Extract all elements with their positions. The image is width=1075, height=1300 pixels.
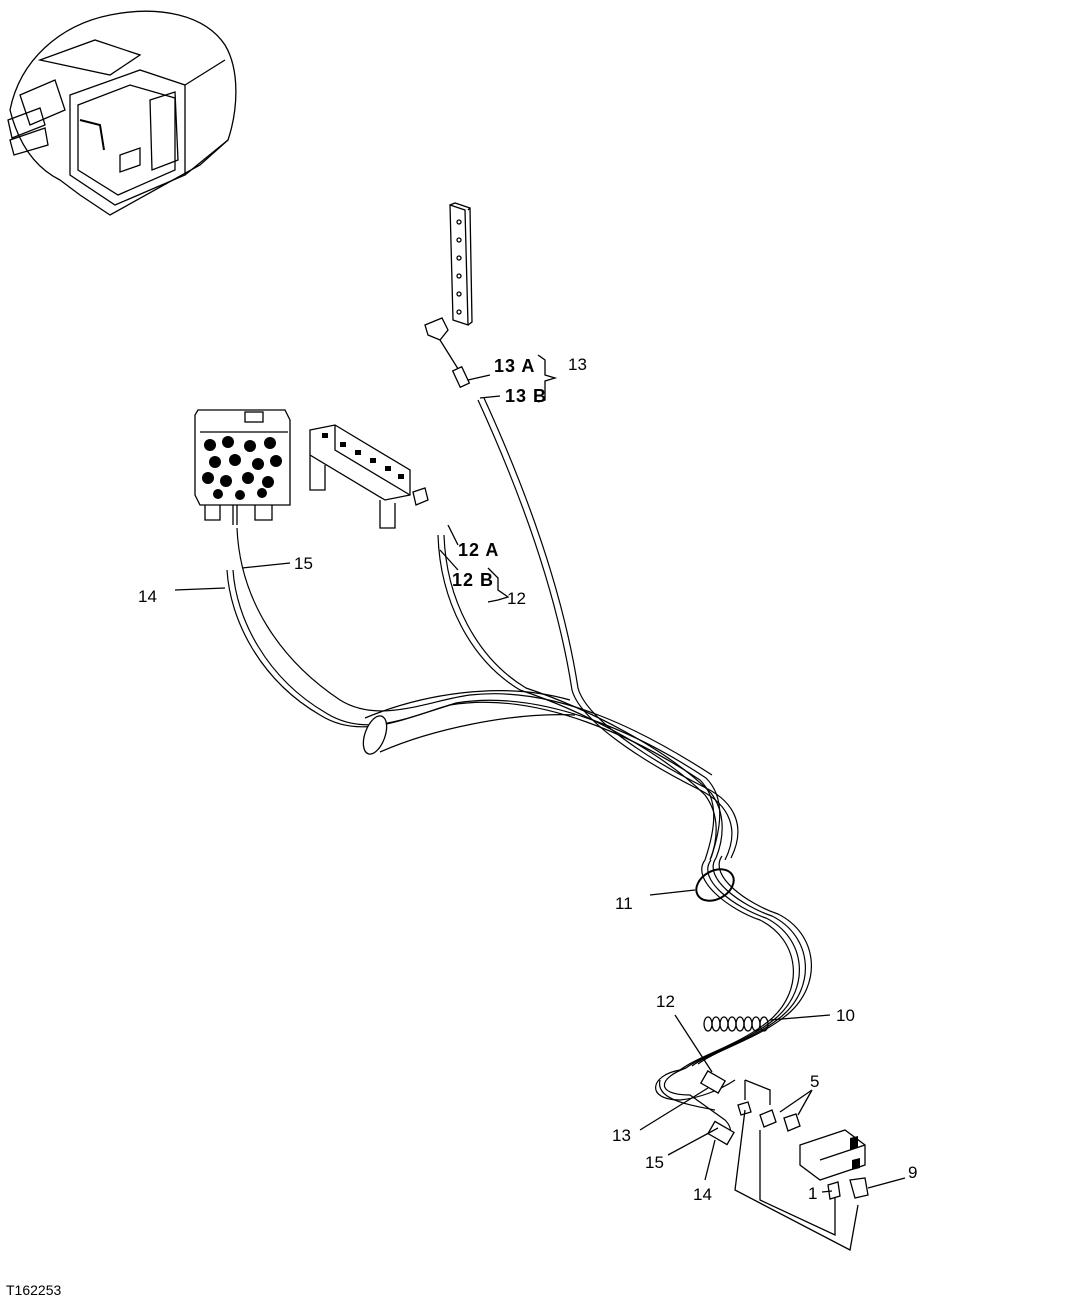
callout-11: 11 xyxy=(615,894,633,913)
callout-12-bottom: 12 xyxy=(656,992,675,1011)
callout-12B: 12 B xyxy=(452,570,494,590)
callout-14-bottom: 14 xyxy=(693,1185,712,1204)
callout-13B: 13 B xyxy=(505,386,547,406)
callout-15-top: 15 xyxy=(294,554,313,573)
callout-1: 1 xyxy=(808,1184,817,1203)
figure-id: T162253 xyxy=(6,1282,61,1298)
cab-thumbnail xyxy=(7,10,237,216)
callout-10: 10 xyxy=(836,1006,855,1025)
hose-bundle xyxy=(226,397,812,1146)
callout-labels: 13 A 13 B 13 12 A 12 B 12 14 15 11 10 12… xyxy=(138,355,917,1204)
callout-12-top: 12 xyxy=(507,589,526,608)
callout-15-bottom: 15 xyxy=(645,1153,664,1172)
lower-fittings xyxy=(734,1079,869,1251)
callout-13A: 13 A xyxy=(494,356,535,376)
callout-13-bottom: 13 xyxy=(612,1126,631,1145)
manifold-block xyxy=(309,424,429,529)
callout-9: 9 xyxy=(908,1163,917,1182)
callout-13-top: 13 xyxy=(568,355,587,374)
leader-lines xyxy=(174,354,906,1193)
callout-14-top: 14 xyxy=(138,587,157,606)
callout-12A: 12 A xyxy=(458,540,499,560)
pilot-valve-block xyxy=(194,409,291,525)
mounting-plate xyxy=(424,202,473,389)
callout-5: 5 xyxy=(810,1072,819,1091)
